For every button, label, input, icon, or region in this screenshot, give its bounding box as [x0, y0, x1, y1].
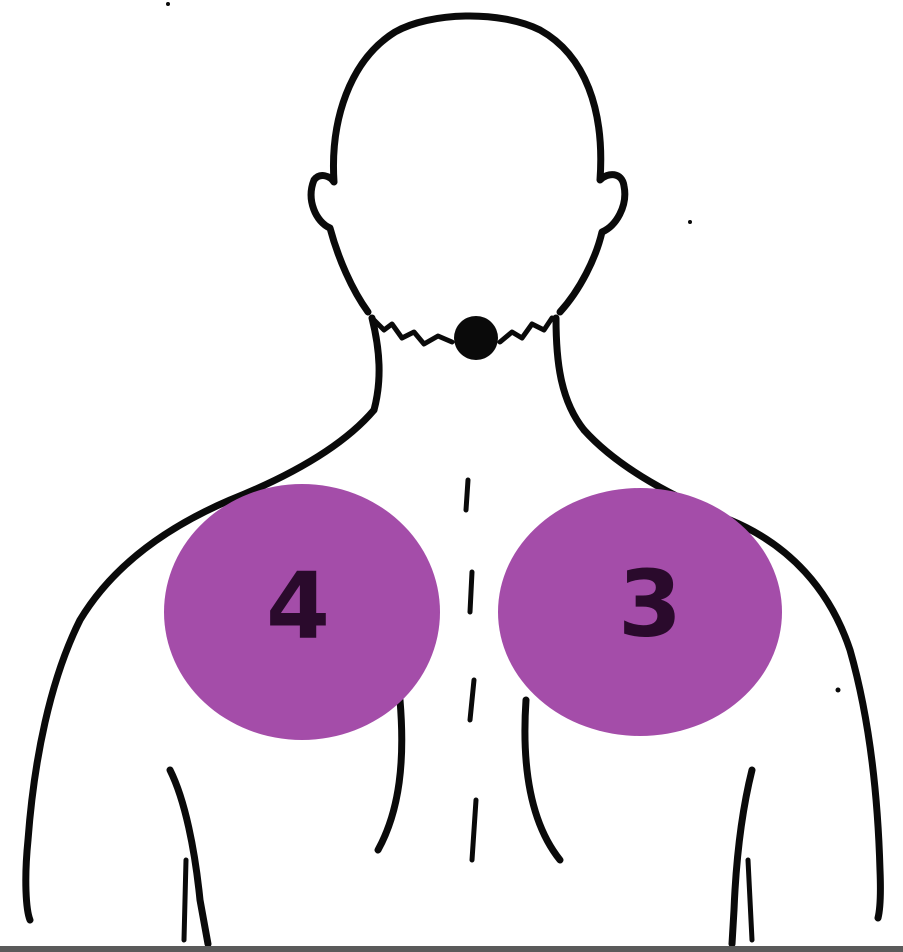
zone-3-label: 3 [618, 551, 682, 658]
left-scapula-line [378, 700, 402, 850]
left-inner-arm [170, 770, 208, 944]
spine-dash-3 [470, 680, 474, 720]
right-inner-arm-2 [748, 860, 752, 940]
speck [166, 2, 170, 6]
zone-4: 4 [164, 484, 440, 740]
zone-3: 3 [498, 488, 782, 736]
left-inner-arm-2 [184, 860, 186, 940]
head-outline [311, 16, 625, 312]
speck [688, 220, 692, 224]
spine-dash-1 [466, 480, 468, 510]
neck-right [556, 318, 584, 430]
spine-dash-2 [470, 572, 472, 612]
neck-left [372, 318, 379, 410]
speck [836, 688, 841, 693]
spine-dash-4 [472, 800, 476, 860]
neck-vertebra-dot [454, 316, 498, 360]
bottom-border [0, 946, 903, 952]
zone-4-label: 4 [266, 553, 330, 660]
right-scapula-line [525, 700, 560, 860]
